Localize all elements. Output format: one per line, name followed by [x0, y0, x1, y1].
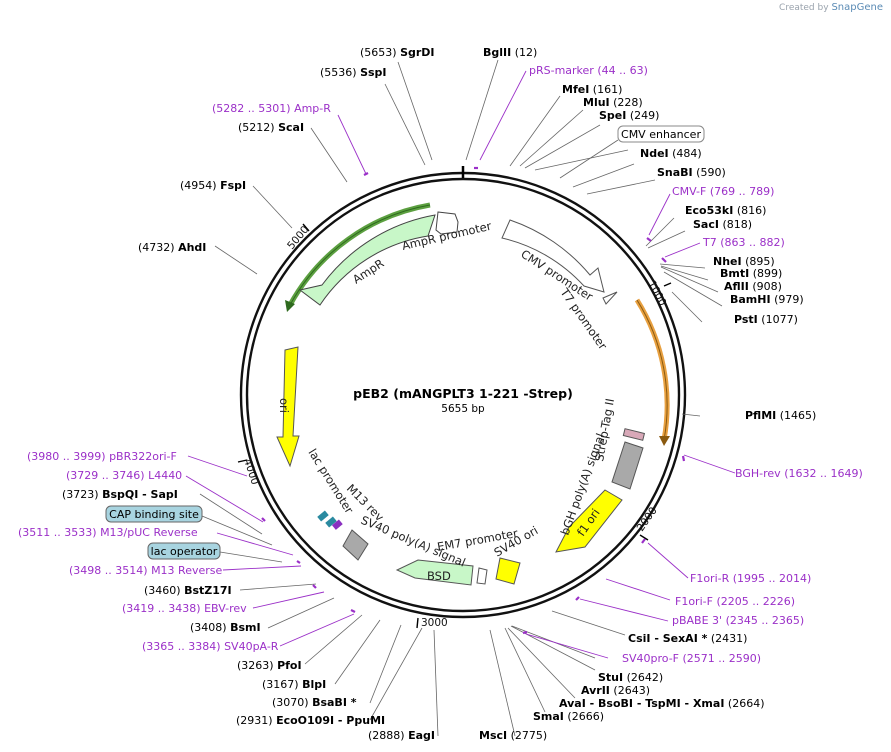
site-psti: PstI (1077): [734, 313, 798, 326]
site-ahdi: (4732) AhdI: [138, 241, 206, 254]
site-msci: MscI (2775): [479, 729, 547, 742]
svg-text:CMV enhancer: CMV enhancer: [621, 128, 701, 141]
feature-pbr322ori-f: (3980 .. 3999) pBR322ori-F: [27, 450, 177, 463]
feature-bgh-rev: BGH-rev (1632 .. 1649): [735, 467, 863, 480]
label-lac-promoter: lac promoter: [305, 446, 356, 516]
site-snabi: SnaBI (590): [657, 166, 726, 179]
m13-rev-feature: [332, 519, 343, 530]
site-bstz17i: (3460) BstZ17I: [144, 584, 232, 597]
tick-label-1000: 1000: [645, 279, 668, 308]
label-bsd: BSD: [427, 569, 451, 583]
site-ndei: NdeI (484): [640, 147, 702, 160]
site-pfoi: (3263) PfoI: [237, 659, 302, 672]
feature-sv40pro-f: SV40pro-F (2571 .. 2590): [622, 652, 761, 665]
site-mfei: MfeI (161): [562, 83, 622, 96]
site-eagi: (2888) EagI: [368, 729, 435, 742]
feature-pbabe-3: pBABE 3' (2345 .. 2365): [672, 614, 804, 627]
feature-sv40pa-r: (3365 .. 3384) SV40pA-R: [142, 640, 279, 653]
boxed-label-cmv-enhancer: CMV enhancer: [617, 125, 705, 143]
boxed-label-lac-operator: lac operator: [147, 542, 221, 560]
site-scai: (5212) ScaI: [238, 121, 304, 134]
site-bamhi: BamHI (979): [730, 293, 804, 306]
plasmid-name: pEB2 (mANGPLT3 1-221 -Strep): [353, 386, 573, 401]
bsd-feature: [395, 559, 474, 586]
f1-ori-feature: [555, 489, 623, 553]
tick-label-3000: 3000: [421, 617, 448, 629]
bgh-polya-feature: [611, 441, 644, 490]
site-bglii: BglII (12): [483, 46, 537, 59]
site-sspi: (5536) SspI: [320, 66, 387, 79]
lac-operator-feature: [317, 510, 329, 522]
sv40-polya-feature: [342, 529, 369, 561]
site-fspi: (4954) FspI: [180, 179, 246, 192]
site-csii-sexai: CsiI - SexAI * (2431): [628, 632, 747, 645]
site-eco53ki: Eco53kI (816): [685, 204, 766, 217]
snapgene-credit: Created by SnapGene: [779, 2, 883, 13]
site-ecoo109i: (2931) EcoO109I - PpuMI: [236, 714, 385, 727]
svg-text:CAP binding site: CAP binding site: [109, 508, 199, 521]
em7-promoter-feature: [476, 567, 488, 585]
site-stui: StuI (2642): [598, 671, 663, 684]
site-bspqi-sapi: (3723) BspQI - SapI: [62, 488, 178, 501]
cmv-arc-arrowhead: [659, 436, 670, 446]
cmv-promoter-feature: [501, 219, 605, 293]
site-nhei: NheI (895): [713, 255, 775, 268]
feature-m13-puc-reverse: (3511 .. 3533) M13/pUC Reverse: [18, 526, 198, 539]
site-blpi: (3167) BlpI: [262, 678, 326, 691]
feature-f1ori-r: F1ori-R (1995 .. 2014): [690, 572, 811, 585]
label-ori: ori: [277, 398, 291, 413]
feature-l4440: (3729 .. 3746) L4440: [66, 469, 182, 482]
ampr-feature: [298, 214, 436, 306]
label-strep-tag: Strep-Tag II: [592, 397, 617, 462]
ori-feature: [276, 346, 300, 468]
snapgene-logo: SnapGene: [831, 2, 883, 13]
site-bsmi: (3408) BsmI: [190, 621, 261, 634]
site-spei: SpeI (249): [599, 109, 659, 122]
feature-prs-marker: pRS-marker (44 .. 63): [529, 64, 648, 77]
feature-leader-lines: [185, 70, 736, 659]
site-avai-bsobi: AvaI - BsoBI - TspMI - XmaI (2664): [559, 697, 765, 710]
sv40-ori-feature: [495, 557, 521, 585]
strep-tag-feature: [622, 428, 646, 441]
site-aflii: AflII (908): [724, 280, 782, 293]
site-pflmi: PflMI (1465): [745, 409, 816, 422]
site-saci: SacI (818): [693, 218, 752, 231]
site-bsabi: (3070) BsaBI *: [272, 696, 357, 709]
t7-promoter-feature: [602, 291, 618, 305]
site-mlui: MluI (228): [583, 96, 643, 109]
feature-ebv-rev: (3419 .. 3438) EBV-rev: [122, 602, 247, 615]
feature-cmv-f: CMV-F (769 .. 789): [672, 185, 774, 198]
site-avrii: AvrII (2643): [581, 684, 650, 697]
site-bmti: BmtI (899): [720, 267, 782, 280]
cmv-orange-arc: [634, 298, 670, 441]
site-sgrdi: (5653) SgrDI: [360, 46, 435, 59]
feature-ring-marks: [261, 166, 686, 635]
backbone-inner: [245, 177, 681, 613]
site-smai: SmaI (2666): [533, 710, 604, 723]
svg-text:lac operator: lac operator: [151, 545, 218, 558]
ampr-promoter-feature: [435, 211, 459, 235]
feature-t7: T7 (863 .. 882): [702, 236, 785, 249]
ampr-arc-arrowhead: [285, 300, 295, 312]
feature-m13-reverse: (3498 .. 3514) M13 Reverse: [69, 564, 222, 577]
feature-amp-r: (5282 .. 5301) Amp-R: [212, 102, 331, 115]
feature-f1ori-f: F1ori-F (2205 .. 2226): [675, 595, 795, 608]
boxed-label-cap-binding-site: CAP binding site: [105, 505, 203, 523]
plasmid-size: 5655 bp: [441, 403, 485, 415]
cap-site-feature: [325, 516, 337, 528]
